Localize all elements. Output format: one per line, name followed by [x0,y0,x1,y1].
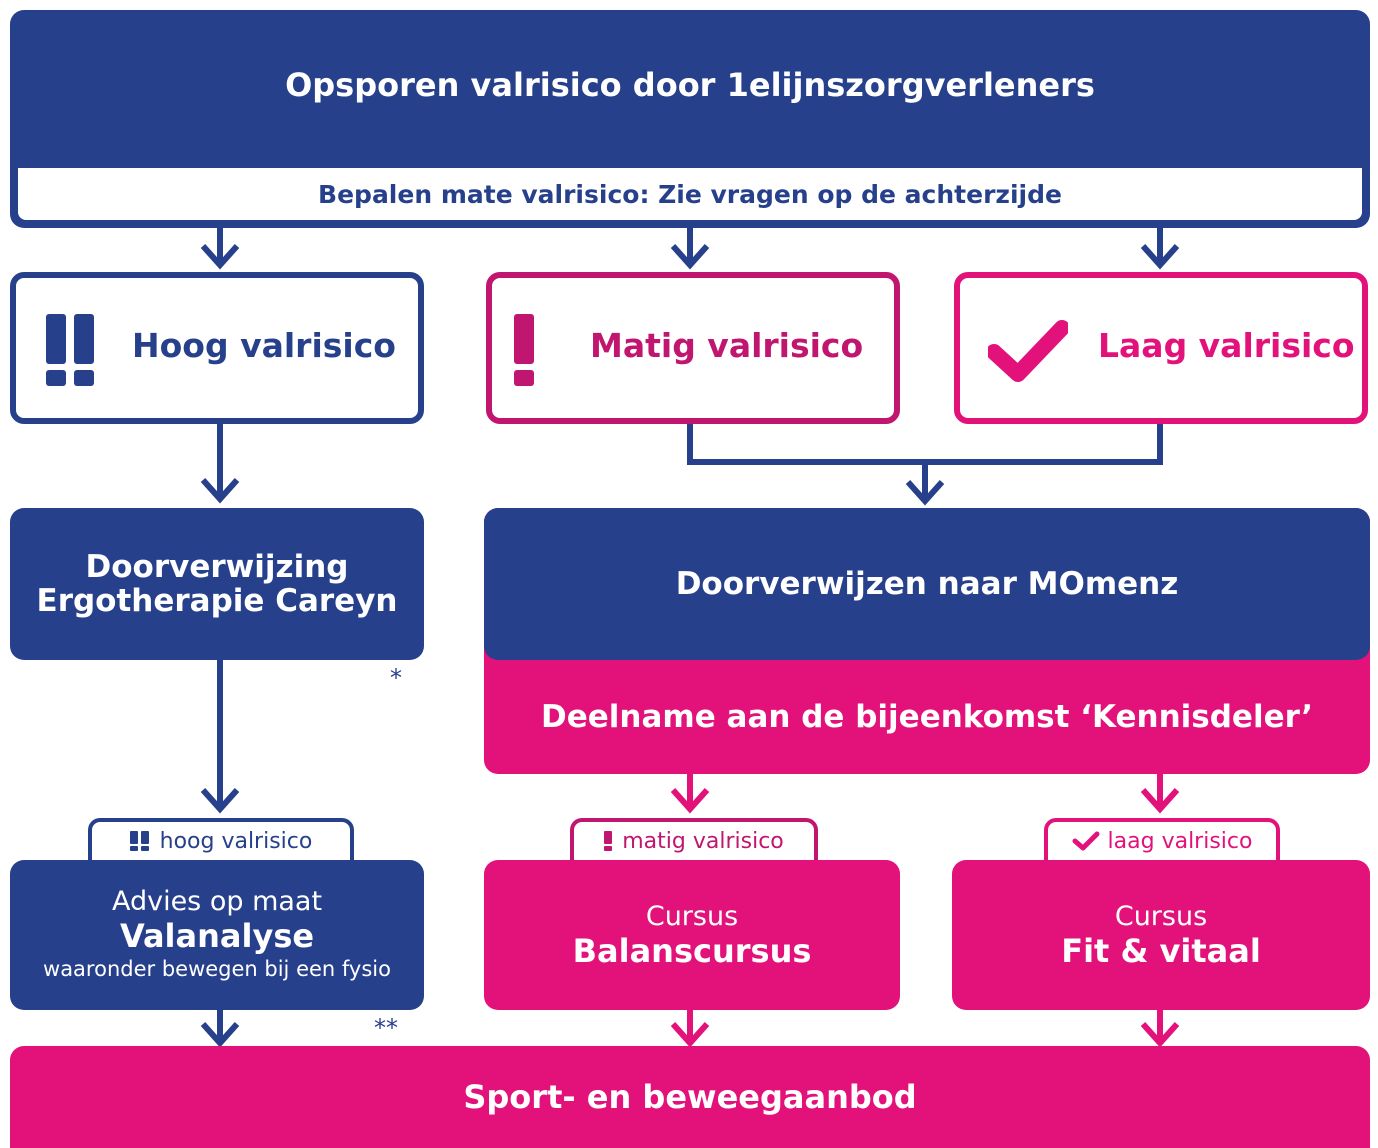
top-header-box: Opsporen valrisico door 1elijnszorgverle… [10,10,1370,228]
tag-high-risk: hoog valrisico [88,818,354,860]
offer-left-post: waaronder bewegen bij een fysio [43,957,391,981]
footnote-single-asterisk: * [390,664,402,692]
double-exclamation-icon [46,314,94,386]
tag-medium-risk: matig valrisico [570,818,818,860]
top-subtitle: Bepalen mate valrisico: Zie vragen op de… [18,168,1362,220]
offer-box-valanalyse: Advies op maat Valanalyse waaronder bewe… [10,860,424,1010]
double-exclamation-small-icon [129,831,149,851]
sport-offer-box: Sport- en beweegaanbod [10,1046,1370,1148]
kennisdeler-label: Deelname aan de bijeenkomst ‘Kennisdeler… [541,699,1313,735]
checkmark-small-icon [1072,831,1100,851]
referral-line2: Ergotherapie Careyn [36,583,398,619]
risk-label-high: Hoog valrisico [132,326,396,365]
offer-box-fit-vitaal: Cursus Fit & vitaal [952,860,1370,1010]
risk-box-low: Laag valrisico [954,272,1368,424]
exclamation-small-icon [604,831,613,851]
offer-middle-main: Balanscursus [572,932,812,970]
risk-label-low: Laag valrisico [1098,326,1355,365]
offer-middle-pre: Cursus [645,901,739,932]
referral-line1: Doorverwijzing [85,549,349,585]
tag-low-risk: laag valrisico [1044,818,1280,860]
tag-medium-label: matig valrisico [622,828,784,854]
tag-low-label: laag valrisico [1107,828,1253,854]
risk-label-medium: Matig valrisico [590,326,864,365]
offer-box-balanscursus: Cursus Balanscursus [484,860,900,1010]
tag-high-label: hoog valrisico [159,828,313,854]
offer-left-pre: Advies op maat [111,886,323,917]
merge-connector [687,422,1163,465]
risk-box-high: Hoog valrisico [10,272,424,424]
offer-right-main: Fit & vitaal [1061,932,1261,970]
footnote-double-asterisk: ** [374,1014,398,1042]
exclamation-icon [514,314,534,386]
risk-box-medium: Matig valrisico [486,272,900,424]
offer-right-pre: Cursus [1114,901,1208,932]
checkmark-icon [988,320,1068,382]
referral-box-careyn: Doorverwijzing Ergotherapie Careyn [10,508,424,660]
top-title: Opsporen valrisico door 1elijnszorgverle… [285,66,1095,104]
offer-left-main: Valanalyse [119,917,315,955]
momenz-referral-box: Doorverwijzen naar MOmenz [484,508,1370,660]
